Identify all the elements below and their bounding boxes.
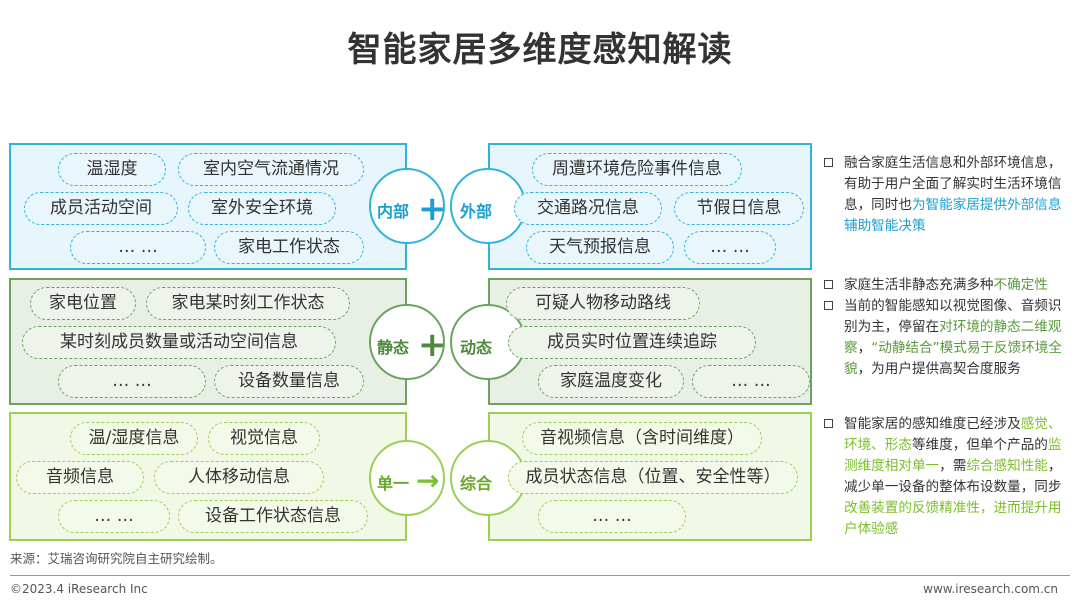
info-pill: 成员状态信息（位置、安全性等） <box>508 461 798 494</box>
info-pill: … … <box>538 500 686 533</box>
source-note: 来源：艾瑞咨询研究院自主研究绘制。 <box>10 551 223 566</box>
info-pill: 室内空气流通情况 <box>178 153 364 186</box>
label-static: 静态 <box>377 338 410 357</box>
arrow-right-icon: → <box>416 464 440 497</box>
info-pill: 可疑人物移动路线 <box>506 287 700 320</box>
left-notch <box>369 304 445 380</box>
info-pill: 温湿度 <box>58 153 166 186</box>
info-pill: 家庭温度变化 <box>538 365 684 398</box>
footer-copyright: ©2023.4 iResearch Inc <box>10 582 148 596</box>
plus-icon: + <box>418 189 447 229</box>
info-pill: 设备工作状态信息 <box>178 500 368 533</box>
info-pill: 设备数量信息 <box>214 365 364 398</box>
info-pill: 某时刻成员数量或活动空间信息 <box>22 326 336 359</box>
info-pill: 温/湿度信息 <box>70 422 198 455</box>
checkbox-icon <box>824 158 833 167</box>
info-pill: 家电工作状态 <box>214 231 364 264</box>
label-comprehensive: 综合 <box>460 474 493 493</box>
info-pill: … … <box>684 231 776 264</box>
info-pill: 成员实时位置连续追踪 <box>508 326 756 359</box>
info-pill: 音视频信息（含时间维度） <box>522 422 762 455</box>
note-block-1: 融合家庭生活信息和外部环境信息，有助于用户全面了解实时生活环境信息，同时也为智能… <box>822 153 1066 243</box>
info-pill: 视觉信息 <box>208 422 320 455</box>
checkbox-icon <box>824 301 833 310</box>
label-external: 外部 <box>460 202 493 221</box>
label-single: 单一 <box>377 474 410 493</box>
left-notch <box>369 440 445 516</box>
note-block-2: 家庭生活非静态充满多种不确定性 当前的智能感知以视觉图像、音频识别为主，停留在对… <box>822 275 1066 386</box>
note-item: 智能家居的感知维度已经涉及感觉、环境、形态等维度，但单个产品的监测维度相对单一，… <box>822 414 1066 540</box>
info-pill: … … <box>692 365 810 398</box>
info-pill: 家电位置 <box>30 287 136 320</box>
plus-icon: + <box>418 325 447 365</box>
note-item: 融合家庭生活信息和外部环境信息，有助于用户全面了解实时生活环境信息，同时也为智能… <box>822 153 1066 237</box>
page-title: 智能家居多维度感知解读 <box>347 30 733 70</box>
footer-website: www.iresearch.com.cn <box>923 582 1058 596</box>
checkbox-icon <box>824 419 833 428</box>
info-pill: … … <box>70 231 206 264</box>
info-pill: 成员活动空间 <box>24 192 178 225</box>
left-notch <box>369 168 445 244</box>
info-pill: 家电某时刻工作状态 <box>146 287 350 320</box>
info-pill: 室外安全环境 <box>188 192 336 225</box>
note-item: 家庭生活非静态充满多种不确定性 <box>822 275 1066 296</box>
info-pill: 天气预报信息 <box>526 231 674 264</box>
label-internal: 内部 <box>377 202 410 221</box>
checkbox-icon <box>824 280 833 289</box>
note-block-3: 智能家居的感知维度已经涉及感觉、环境、形态等维度，但单个产品的监测维度相对单一，… <box>822 414 1066 546</box>
info-pill: 人体移动信息 <box>154 461 324 494</box>
note-item: 当前的智能感知以视觉图像、音频识别为主，停留在对环境的静态二维观察，“动静结合”… <box>822 296 1066 380</box>
footer-divider <box>10 575 1070 576</box>
label-dynamic: 动态 <box>460 338 493 357</box>
info-pill: … … <box>58 365 206 398</box>
info-pill: 音频信息 <box>16 461 144 494</box>
info-pill: 周遭环境危险事件信息 <box>532 153 742 186</box>
info-pill: 交通路况信息 <box>514 192 662 225</box>
info-pill: 节假日信息 <box>674 192 804 225</box>
info-pill: … … <box>58 500 170 533</box>
